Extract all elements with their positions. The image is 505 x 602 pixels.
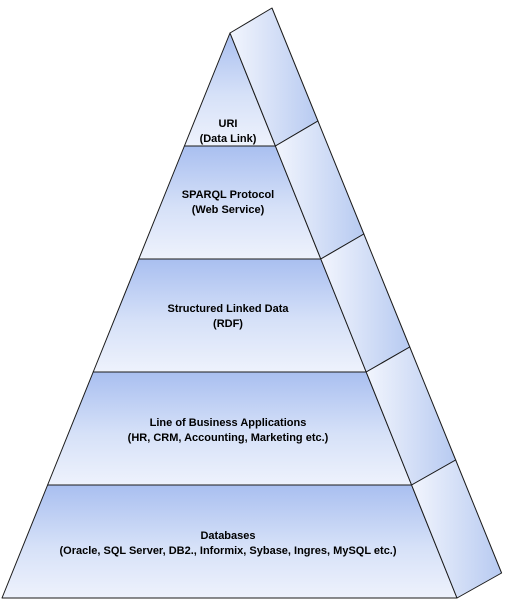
tier-shapes [1, 7, 503, 599]
tier-subtitle: (Web Service) [191, 204, 265, 216]
tier-title: SPARQL Protocol [181, 189, 275, 201]
tier-subtitle: (Oracle, SQL Server, DB2., Informix, Syb… [59, 545, 397, 557]
tier-label-sparql: SPARQL Protocol (Web Service) [48, 188, 408, 218]
tier-title: Databases [200, 530, 256, 542]
tier-subtitle: (HR, CRM, Accounting, Marketing etc.) [127, 432, 329, 444]
tier-label-uri: URI (Data Link) [48, 117, 408, 147]
tier-label-business-apps: Line of Business Applications (HR, CRM, … [48, 416, 408, 446]
tier-subtitle: (Data Link) [199, 133, 257, 145]
tier-side-databases [411, 459, 503, 599]
tier-subtitle: (RDF) [213, 318, 243, 330]
tier-title: Line of Business Applications [149, 417, 307, 429]
tier-label-databases: Databases (Oracle, SQL Server, DB2., Inf… [48, 529, 408, 559]
tier-title: Structured Linked Data [167, 303, 289, 315]
tier-label-linked-data: Structured Linked Data (RDF) [48, 302, 408, 332]
tier-title: URI [218, 118, 238, 130]
